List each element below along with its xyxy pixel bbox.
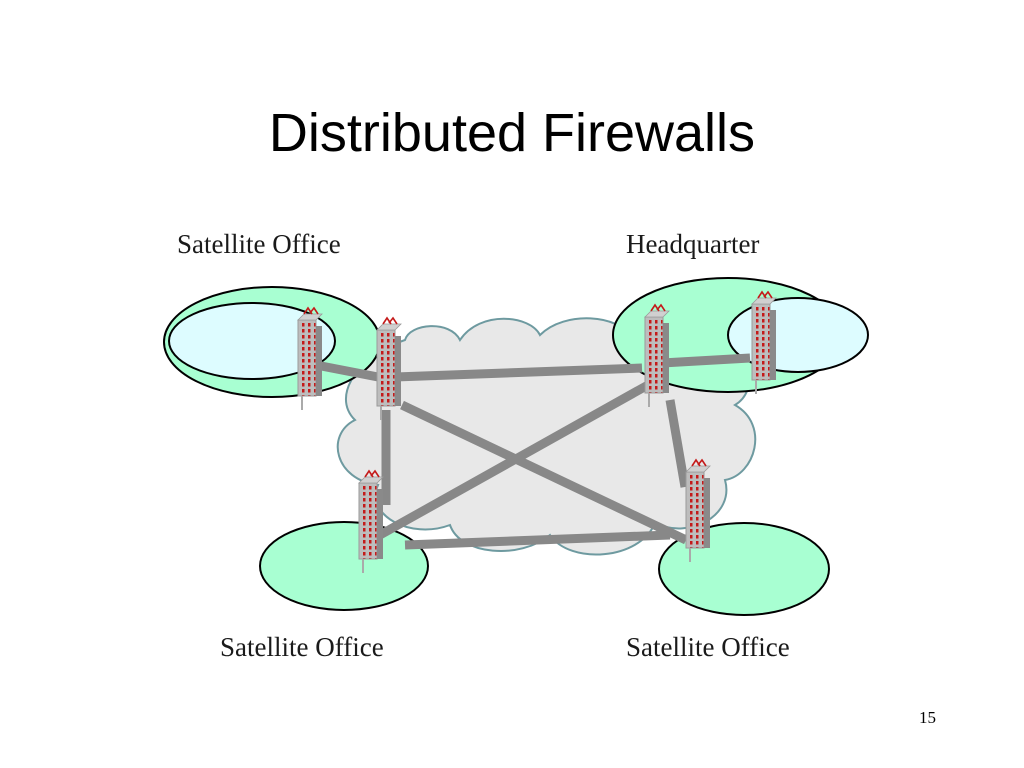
firewall-icon	[376, 317, 402, 421]
network-diagram: Satellite Office Headquarter Satellite O…	[150, 215, 870, 685]
site-ellipse-sat-bottom-left	[259, 521, 429, 611]
slide-number: 15	[919, 708, 936, 727]
firewall-links	[315, 353, 751, 550]
slide-title: Distributed Firewalls	[268, 103, 756, 163]
site-label: Satellite Office	[177, 229, 341, 259]
lan-ellipse-sat-top-left	[168, 302, 336, 380]
site-label: Satellite Office	[220, 632, 384, 662]
network-diagram-canvas	[163, 277, 869, 616]
site-label: Headquarter	[626, 229, 760, 259]
site-label: Satellite Office	[626, 632, 790, 662]
